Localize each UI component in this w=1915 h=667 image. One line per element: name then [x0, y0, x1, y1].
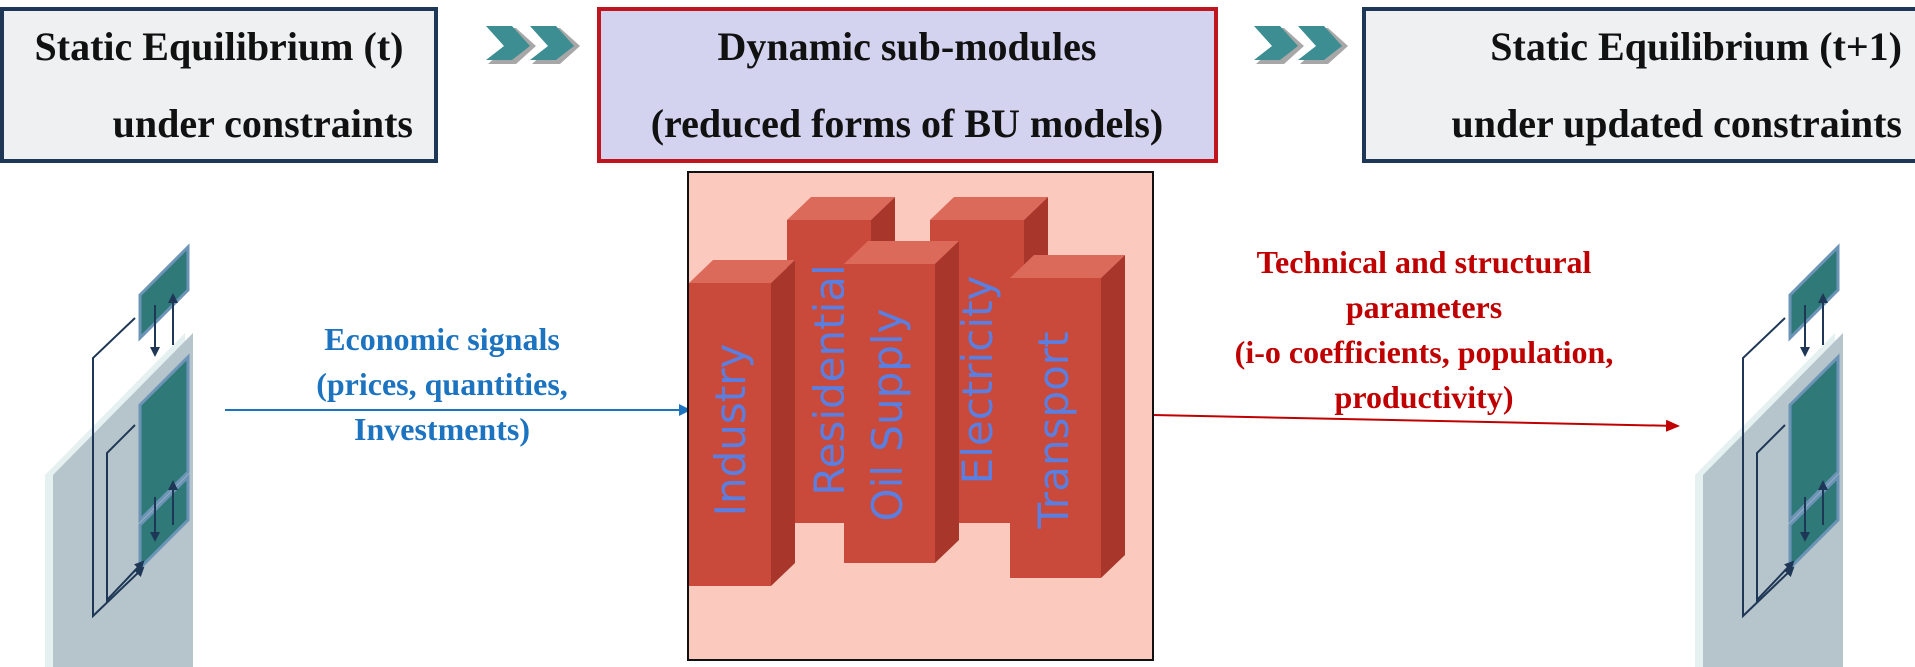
economic-signals-label: Economic signals (prices, quantities, In… — [316, 321, 568, 447]
module-label-transport: Transport — [1029, 331, 1078, 529]
technical-parameters-line4: productivity) — [1335, 379, 1514, 415]
module-label-electricity: Electricity — [953, 276, 1002, 485]
module-bar-oil-supply: Oil Supply — [844, 241, 959, 563]
modules-panel: Residential Electricity Industry Oil Sup… — [687, 171, 1154, 661]
module-bar-transport: Transport — [1010, 255, 1125, 578]
technical-parameters-line3: (i-o coefficients, population, — [1235, 334, 1614, 370]
static-equilibrium-t1-title: Static Equilibrium (t+1) — [1490, 24, 1902, 69]
module-label-industry: Industry — [706, 344, 755, 517]
dynamic-sub-modules-subtitle: (reduced forms of BU models) — [651, 101, 1164, 146]
dynamic-sub-modules-box: Dynamic sub-modules (reduced forms of BU… — [597, 7, 1218, 163]
static-equilibrium-t1-box: Static Equilibrium (t+1) under updated c… — [1362, 7, 1915, 163]
economic-signals-line3: Investments) — [354, 411, 530, 447]
static-equilibrium-t-subtitle: under constraints — [113, 101, 413, 146]
equilibrium-matrix-left — [45, 247, 193, 667]
technical-parameters-arrow — [1152, 414, 1680, 432]
dynamic-sub-modules-title: Dynamic sub-modules — [718, 24, 1097, 69]
technical-parameters-line2: parameters — [1346, 289, 1502, 325]
chevron-arrows-left — [486, 26, 580, 64]
module-bar-industry: Industry — [689, 260, 795, 586]
chevron-arrows-right — [1254, 26, 1348, 64]
technical-parameters-label: Technical and structural parameters (i-o… — [1235, 244, 1614, 415]
economic-signals-line2: (prices, quantities, — [316, 366, 568, 402]
static-equilibrium-t-box: Static Equilibrium (t) under constraints — [0, 7, 438, 163]
module-label-oil-supply: Oil Supply — [863, 309, 912, 522]
technical-parameters-line1: Technical and structural — [1257, 244, 1592, 280]
economic-signals-line1: Economic signals — [324, 321, 560, 357]
equilibrium-matrix-right — [1695, 247, 1843, 667]
static-equilibrium-t1-subtitle: under updated constraints — [1452, 101, 1902, 146]
static-equilibrium-t-title: Static Equilibrium (t) — [35, 24, 404, 69]
